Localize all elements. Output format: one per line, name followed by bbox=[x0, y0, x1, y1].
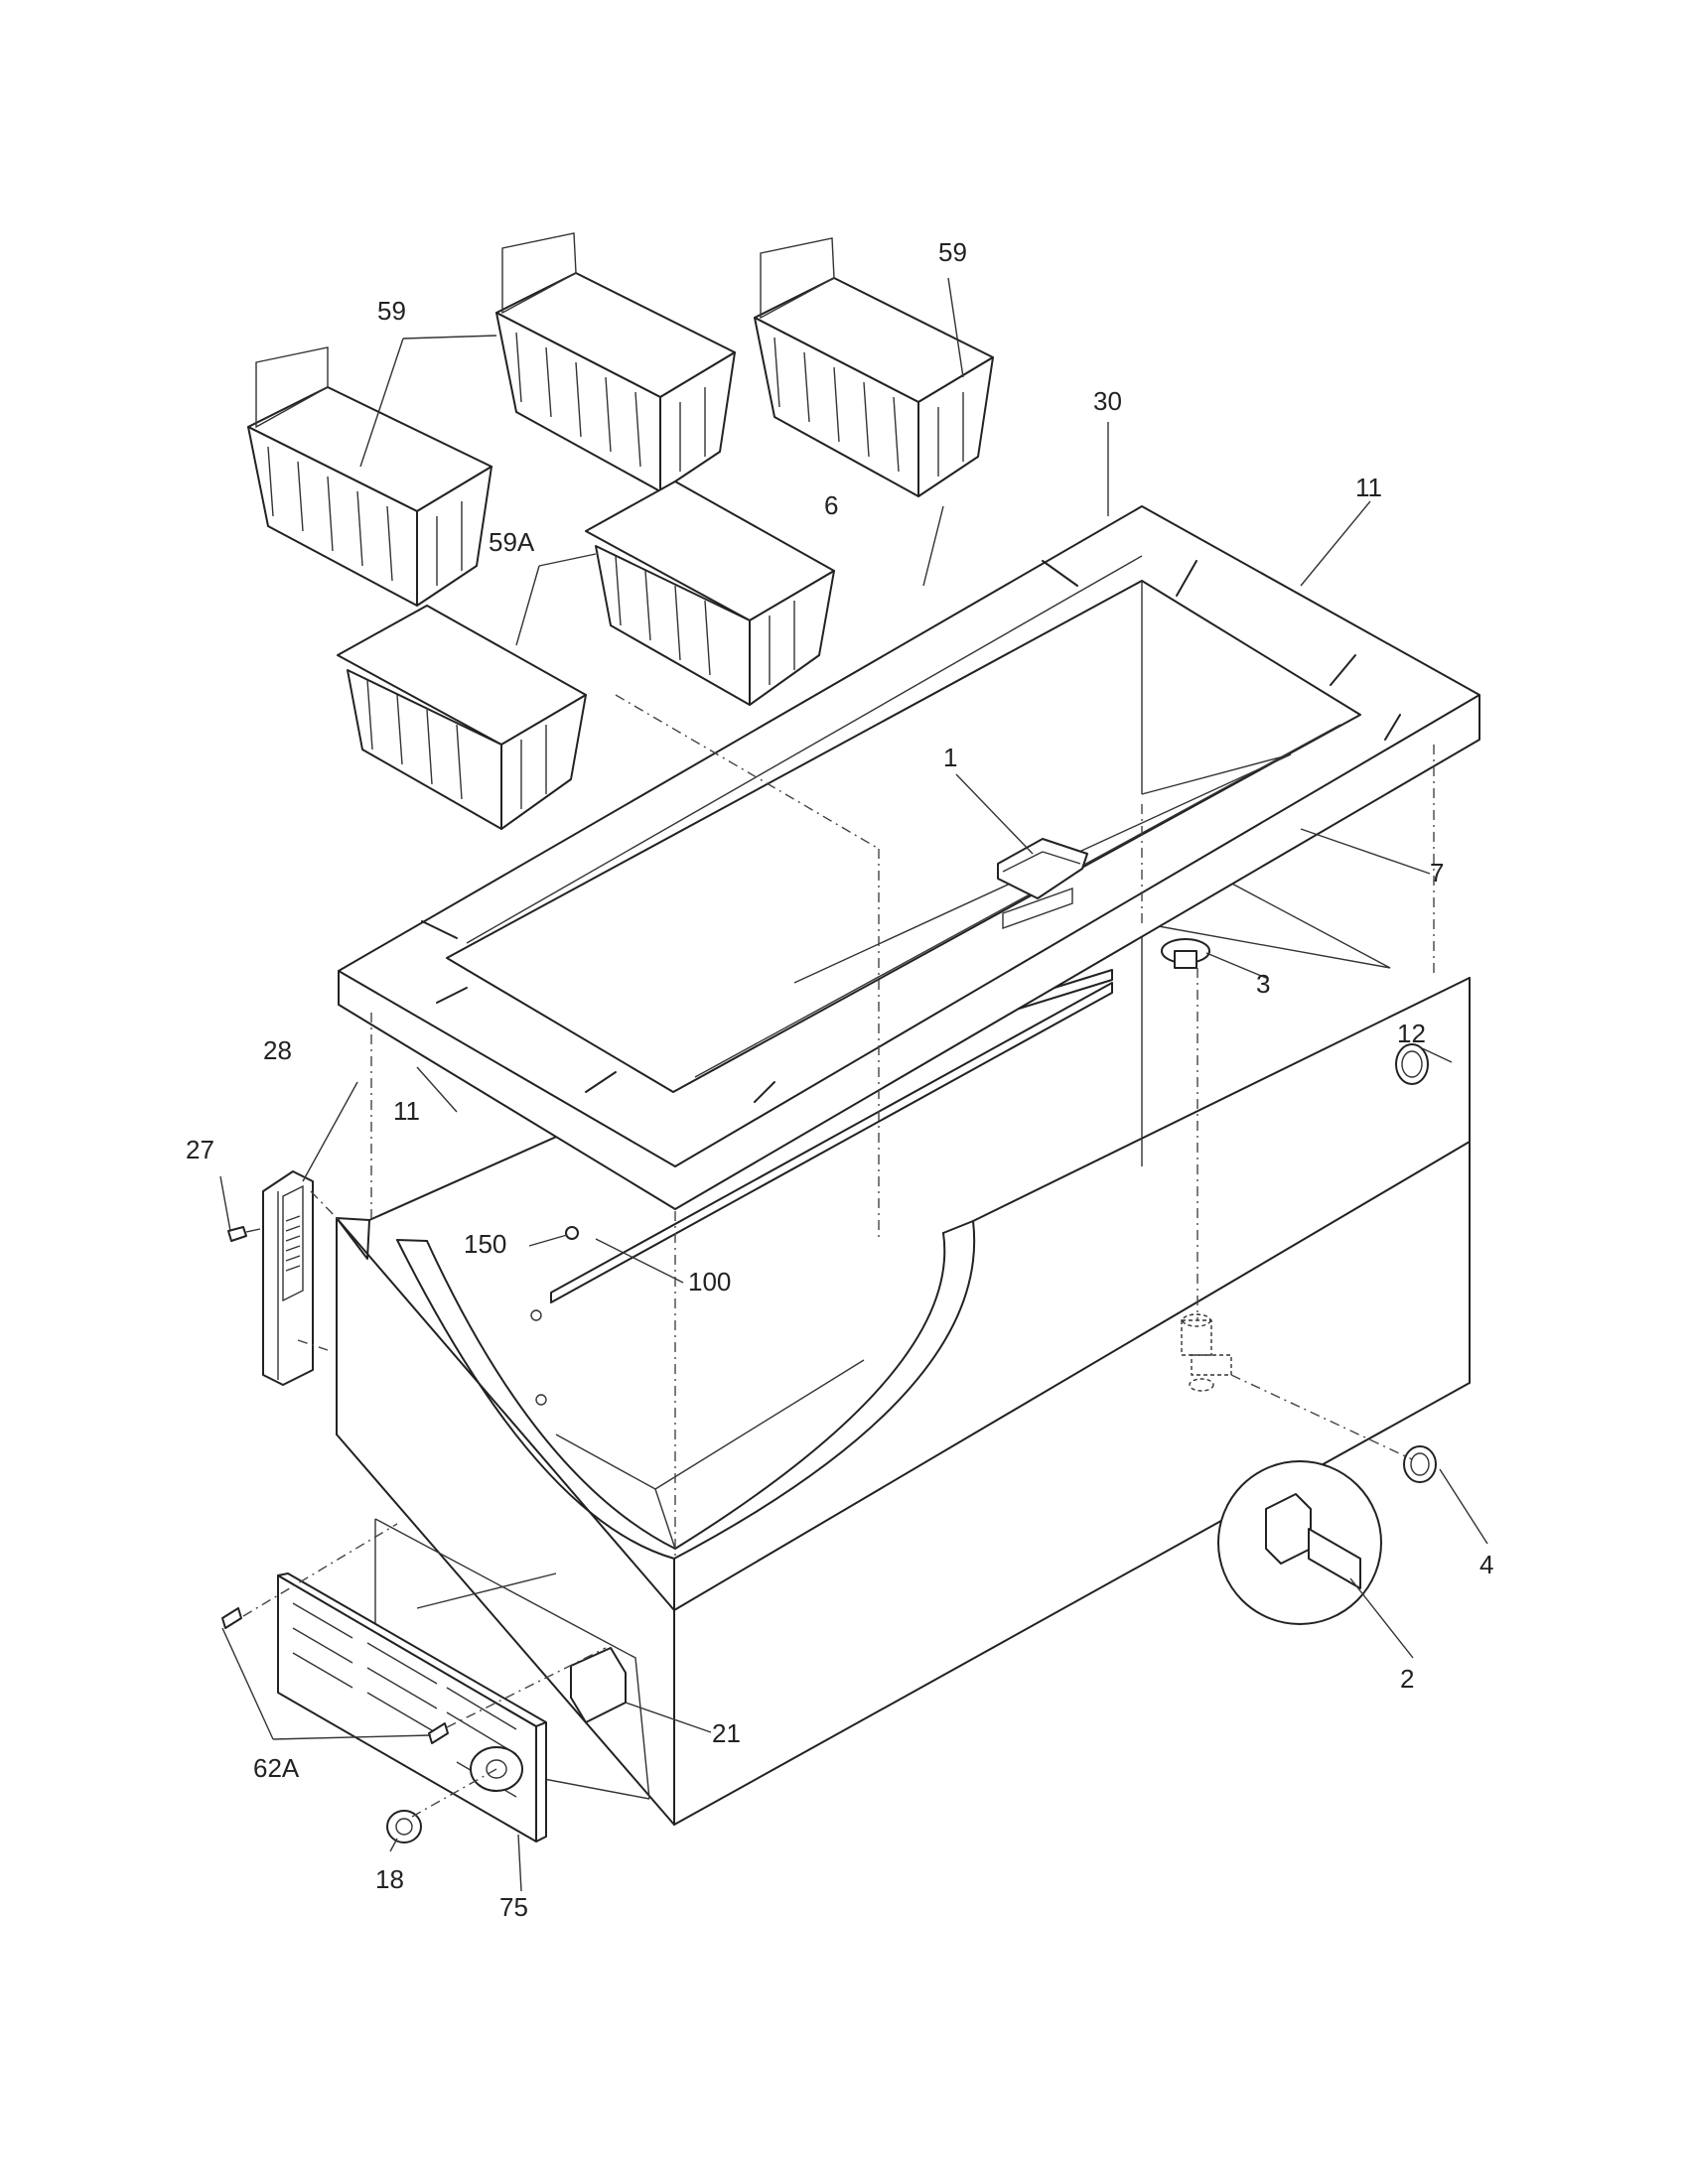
knob-18 bbox=[386, 1810, 422, 1843]
callout-21: 21 bbox=[712, 1718, 741, 1748]
screw-27 bbox=[227, 1226, 247, 1242]
callout-11-bottom: 11 bbox=[393, 1096, 420, 1126]
callout-150: 150 bbox=[464, 1229, 506, 1259]
callout-28: 28 bbox=[263, 1035, 292, 1065]
fittings bbox=[221, 938, 1437, 1843]
cabinet-top-back-edge bbox=[368, 1121, 591, 1221]
cutaway-arc-inner bbox=[674, 1232, 946, 1550]
callout-12: 12 bbox=[1397, 1019, 1426, 1048]
callout-59-right: 59 bbox=[938, 237, 967, 267]
callout-3: 3 bbox=[1256, 969, 1270, 999]
callout-27: 27 bbox=[186, 1135, 214, 1164]
callout-59A: 59A bbox=[489, 527, 535, 557]
rail-100 bbox=[550, 982, 1113, 1303]
callout-labels: 1 2 3 4 6 7 11 11 12 18 21 27 28 30 59 5… bbox=[186, 237, 1493, 1922]
assembly-lines bbox=[242, 694, 1435, 1818]
hinge-assembly bbox=[227, 1170, 314, 1386]
screw-62A bbox=[221, 1607, 242, 1629]
callout-100: 100 bbox=[688, 1267, 731, 1297]
basket-59-left bbox=[247, 346, 492, 607]
hinge-28 bbox=[262, 1170, 314, 1386]
cutaway-arc-outer bbox=[396, 1239, 675, 1560]
screw-hole bbox=[530, 1309, 542, 1321]
light-housing-1 bbox=[997, 838, 1088, 899]
baskets bbox=[247, 232, 994, 830]
breaker-trim-frame bbox=[338, 505, 1480, 1210]
drain-cap-4 bbox=[1403, 1445, 1437, 1483]
callout-4: 4 bbox=[1479, 1550, 1493, 1579]
screw-hole bbox=[535, 1394, 547, 1406]
plug-12 bbox=[1395, 1043, 1429, 1085]
callout-7: 7 bbox=[1430, 858, 1444, 887]
basket-59-right bbox=[754, 237, 994, 497]
drain-fitting bbox=[1181, 1313, 1232, 1392]
grille-75 bbox=[277, 1572, 627, 1843]
leader-lines bbox=[219, 277, 1488, 1892]
callout-11-top: 11 bbox=[1355, 473, 1382, 502]
basket-59A-lower bbox=[337, 605, 587, 830]
callout-62A: 62A bbox=[253, 1753, 300, 1783]
screw-150 bbox=[565, 1226, 579, 1240]
callout-30: 30 bbox=[1093, 386, 1122, 416]
callout-75: 75 bbox=[499, 1892, 528, 1922]
screw-62A bbox=[428, 1722, 449, 1744]
basket-59-center bbox=[495, 232, 736, 492]
callout-6: 6 bbox=[824, 490, 838, 520]
callout-59-left: 59 bbox=[377, 296, 406, 326]
basket-59A-upper bbox=[585, 480, 835, 706]
callout-18: 18 bbox=[375, 1864, 404, 1894]
trim-opening bbox=[446, 580, 1361, 1093]
callout-2: 2 bbox=[1400, 1664, 1414, 1694]
callout-1: 1 bbox=[943, 743, 957, 772]
